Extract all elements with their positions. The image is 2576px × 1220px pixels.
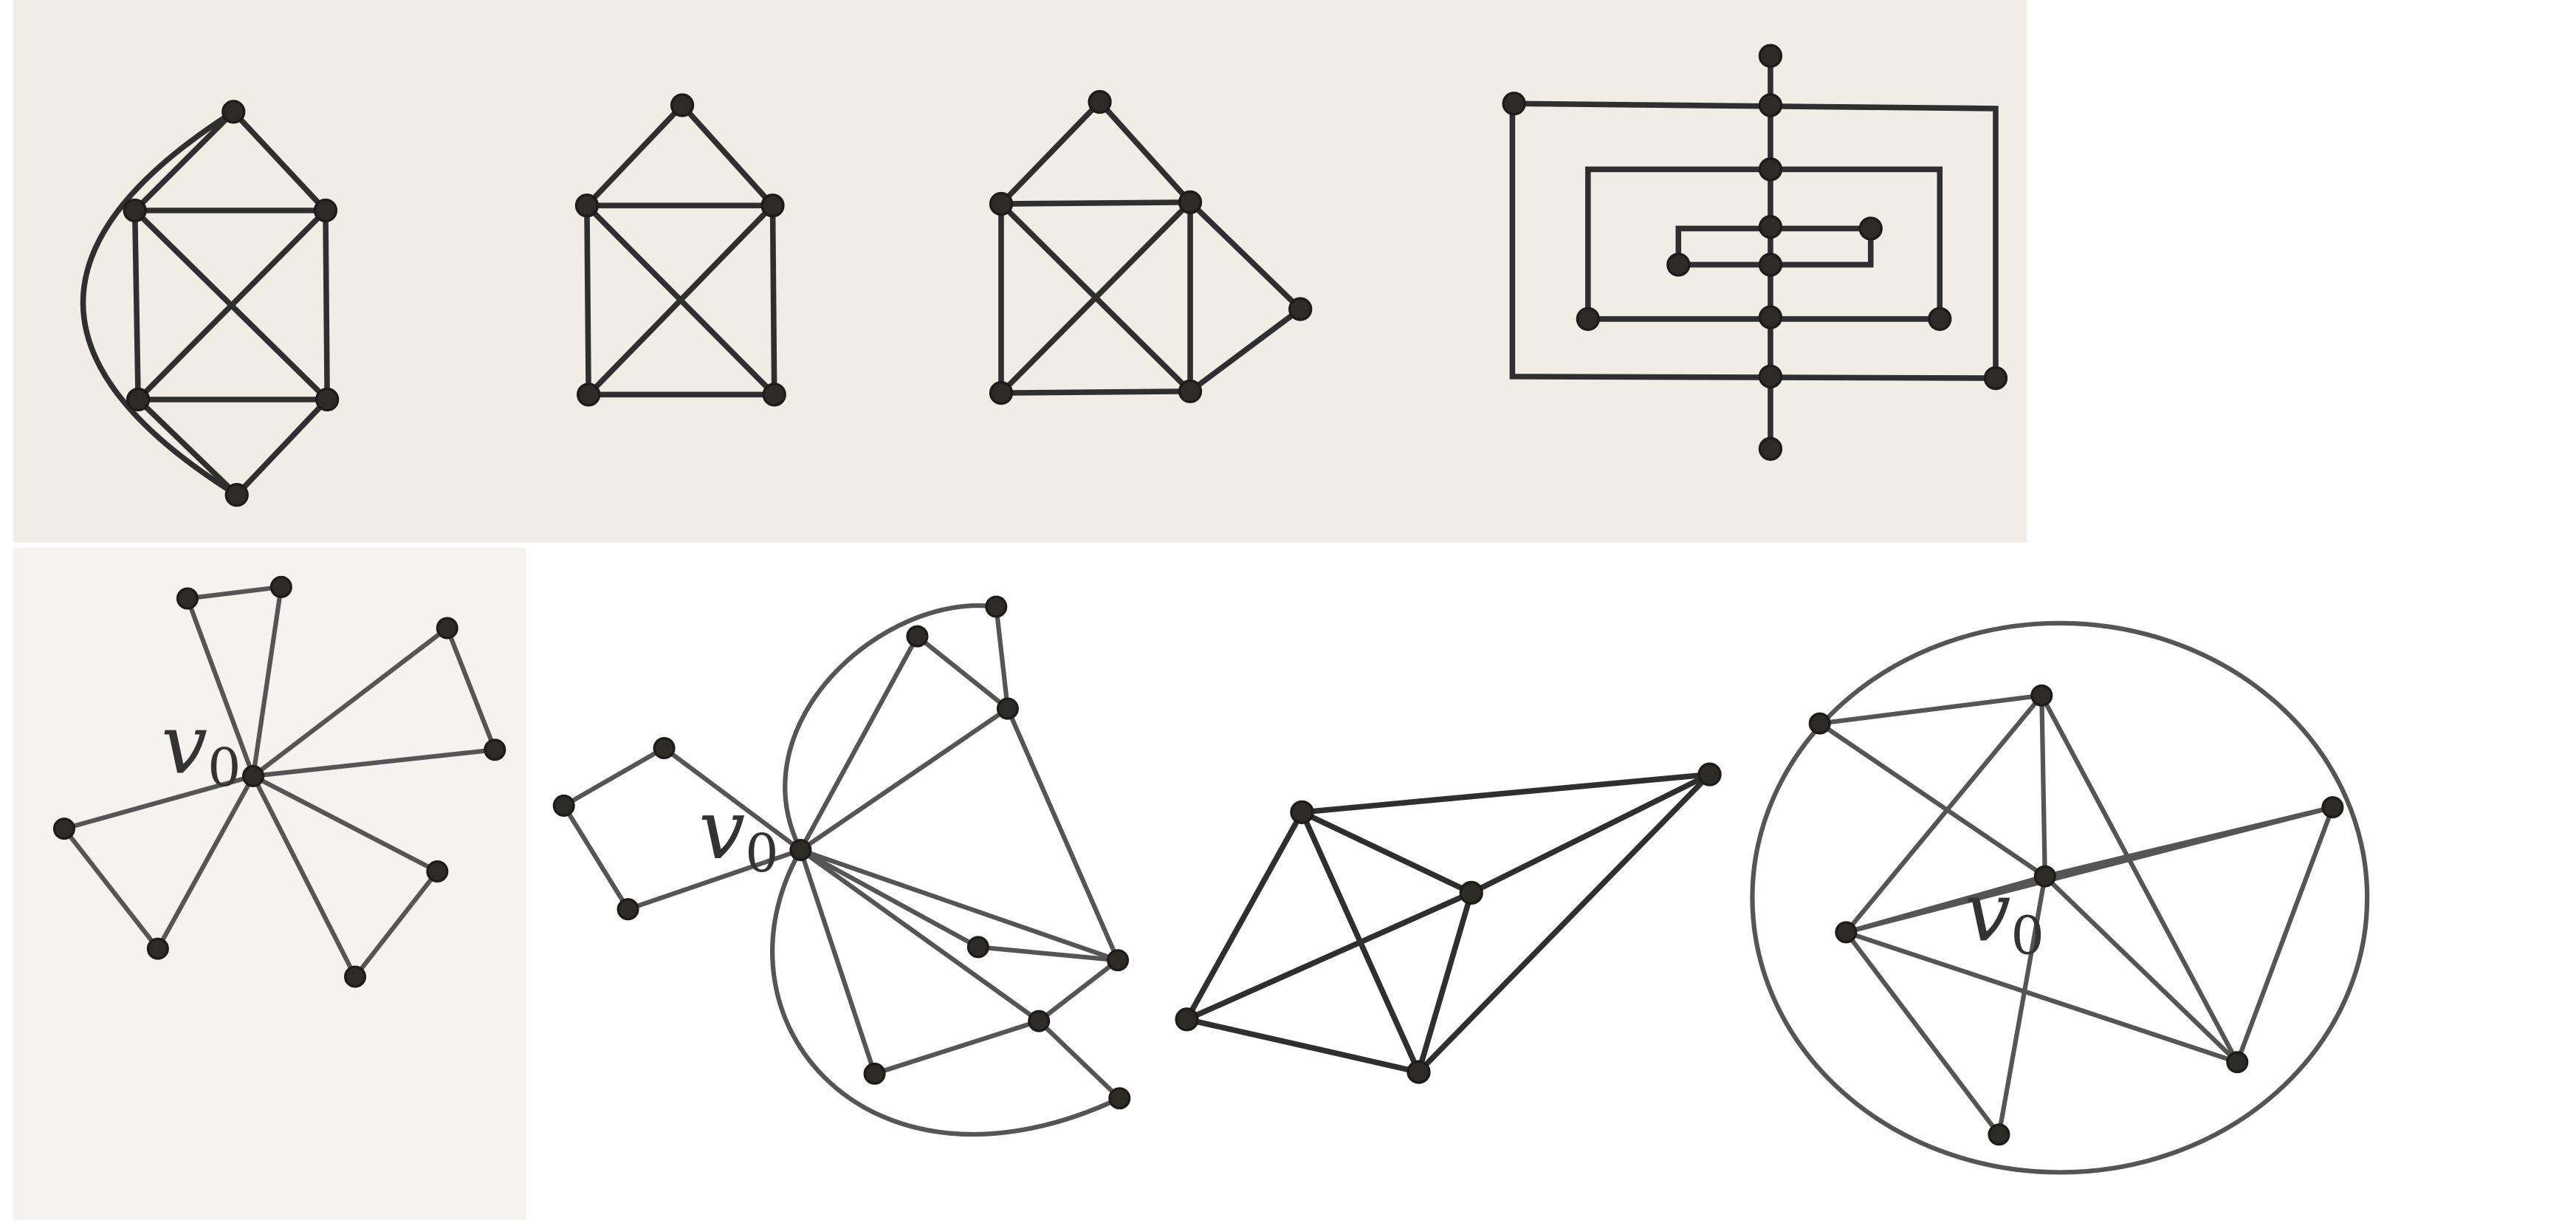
graph-5-vertex — [426, 860, 449, 883]
graph-4-vertex — [1858, 216, 1883, 241]
graph-4-vertex — [1502, 92, 1526, 116]
graph-4-vertex — [1758, 364, 1783, 388]
graph-5-vertex — [269, 575, 292, 598]
graph-3-vertex — [1178, 190, 1203, 214]
graph-7-vertex — [1290, 800, 1314, 824]
graph-4-vertex — [1758, 157, 1783, 182]
vertex-label-subscript: 0 — [207, 737, 241, 798]
graph-6-vertex — [906, 625, 929, 648]
graph-1-vertex — [126, 387, 151, 412]
graph-4-vertex — [1758, 44, 1783, 68]
graph-2 — [574, 93, 786, 407]
graph-3-vertex — [1088, 89, 1112, 114]
graph-1-vertex — [315, 387, 340, 412]
graph-5-center-vertex — [241, 764, 264, 787]
graph-1-vertex — [221, 100, 246, 124]
graph-4-vertex — [1758, 253, 1783, 277]
graph-8-vertex — [2226, 1051, 2249, 1074]
vertex-label-letter: v — [1965, 866, 2011, 961]
graph-4-vertex — [1758, 305, 1783, 329]
graph-8-vertex — [2321, 796, 2344, 819]
graph-6-vertex — [966, 936, 989, 959]
graph-5-vertex — [343, 965, 367, 988]
graph-2-vertex — [670, 93, 695, 117]
graph-6-vertex — [1028, 1010, 1051, 1032]
graph-6-vertex — [653, 736, 676, 760]
graph-7-vertex — [1697, 762, 1722, 787]
graph-4-vertex — [1758, 215, 1783, 239]
graph-6-center-vertex — [789, 839, 812, 862]
graph-6-vertex — [985, 595, 1008, 618]
top-panel-background — [13, 0, 2027, 543]
graph-7 — [1175, 762, 1722, 1084]
vertex-label-subscript: 0 — [745, 823, 778, 884]
graph-4-vertex — [1758, 436, 1783, 461]
vertex-label-letter: v — [161, 697, 207, 792]
graph-6-v0-label: v0 — [698, 783, 778, 884]
graph-1-vertex — [224, 483, 249, 507]
graph-5-vertex — [484, 738, 506, 761]
graph-3-vertex — [1178, 379, 1203, 404]
vertex-label-subscript: 0 — [2011, 905, 2044, 966]
graph-6-vertex — [552, 794, 575, 817]
graph-7-vertex — [1175, 1007, 1199, 1032]
graph-7-vertex — [1459, 880, 1483, 905]
graph-8: v0 — [1750, 620, 2370, 1175]
graph-1-vertex — [313, 198, 338, 223]
graph-1-vertex — [123, 198, 147, 223]
graph-8-center-vertex — [2033, 865, 2056, 888]
graph-3 — [989, 89, 1313, 405]
graph-8-v0-label: v0 — [1965, 866, 2044, 967]
graph-1 — [80, 100, 340, 507]
graph-4-vertex — [1666, 253, 1691, 277]
graph-8-vertex — [1988, 1123, 2010, 1146]
graph-3-vertex — [1288, 297, 1313, 321]
vertex-label-letter: v — [698, 783, 745, 878]
graph-5-vertex — [52, 818, 75, 840]
graph-4-vertex — [1758, 93, 1783, 117]
graph-4 — [1502, 44, 2008, 461]
graph-7-vertex — [1407, 1060, 1431, 1084]
graph-2-vertex — [762, 383, 786, 407]
graph-8-vertex — [1808, 712, 1831, 735]
graph-6-vertex — [616, 898, 639, 921]
graph-4-vertex — [1928, 306, 1952, 332]
graph-4-vertex — [1983, 366, 2008, 391]
graph-6: v0 — [552, 595, 1131, 1137]
graph-2-vertex — [760, 193, 785, 218]
graph-3-vertex — [989, 191, 1014, 216]
graph-5-vertex — [176, 587, 199, 610]
graph-5-vertex — [146, 937, 169, 960]
graph-6-vertex — [863, 1062, 886, 1085]
bottom-left-panel-background — [13, 547, 526, 1220]
graph-8-vertex — [2030, 684, 2053, 707]
graph-8-vertex — [1835, 921, 1858, 944]
graph-4-vertex — [1576, 306, 1600, 332]
graph-5-v0-label: v0 — [161, 697, 241, 798]
graph-2-vertex — [574, 193, 600, 218]
graph-6-vertex — [996, 697, 1019, 720]
graph-5: v0 — [52, 575, 506, 988]
graph-3-vertex — [989, 380, 1014, 405]
graph-6-vertex — [1107, 949, 1130, 972]
graph-6-vertex — [1108, 1087, 1131, 1110]
graph-2-vertex — [577, 383, 601, 407]
graph-5-vertex — [436, 617, 458, 640]
